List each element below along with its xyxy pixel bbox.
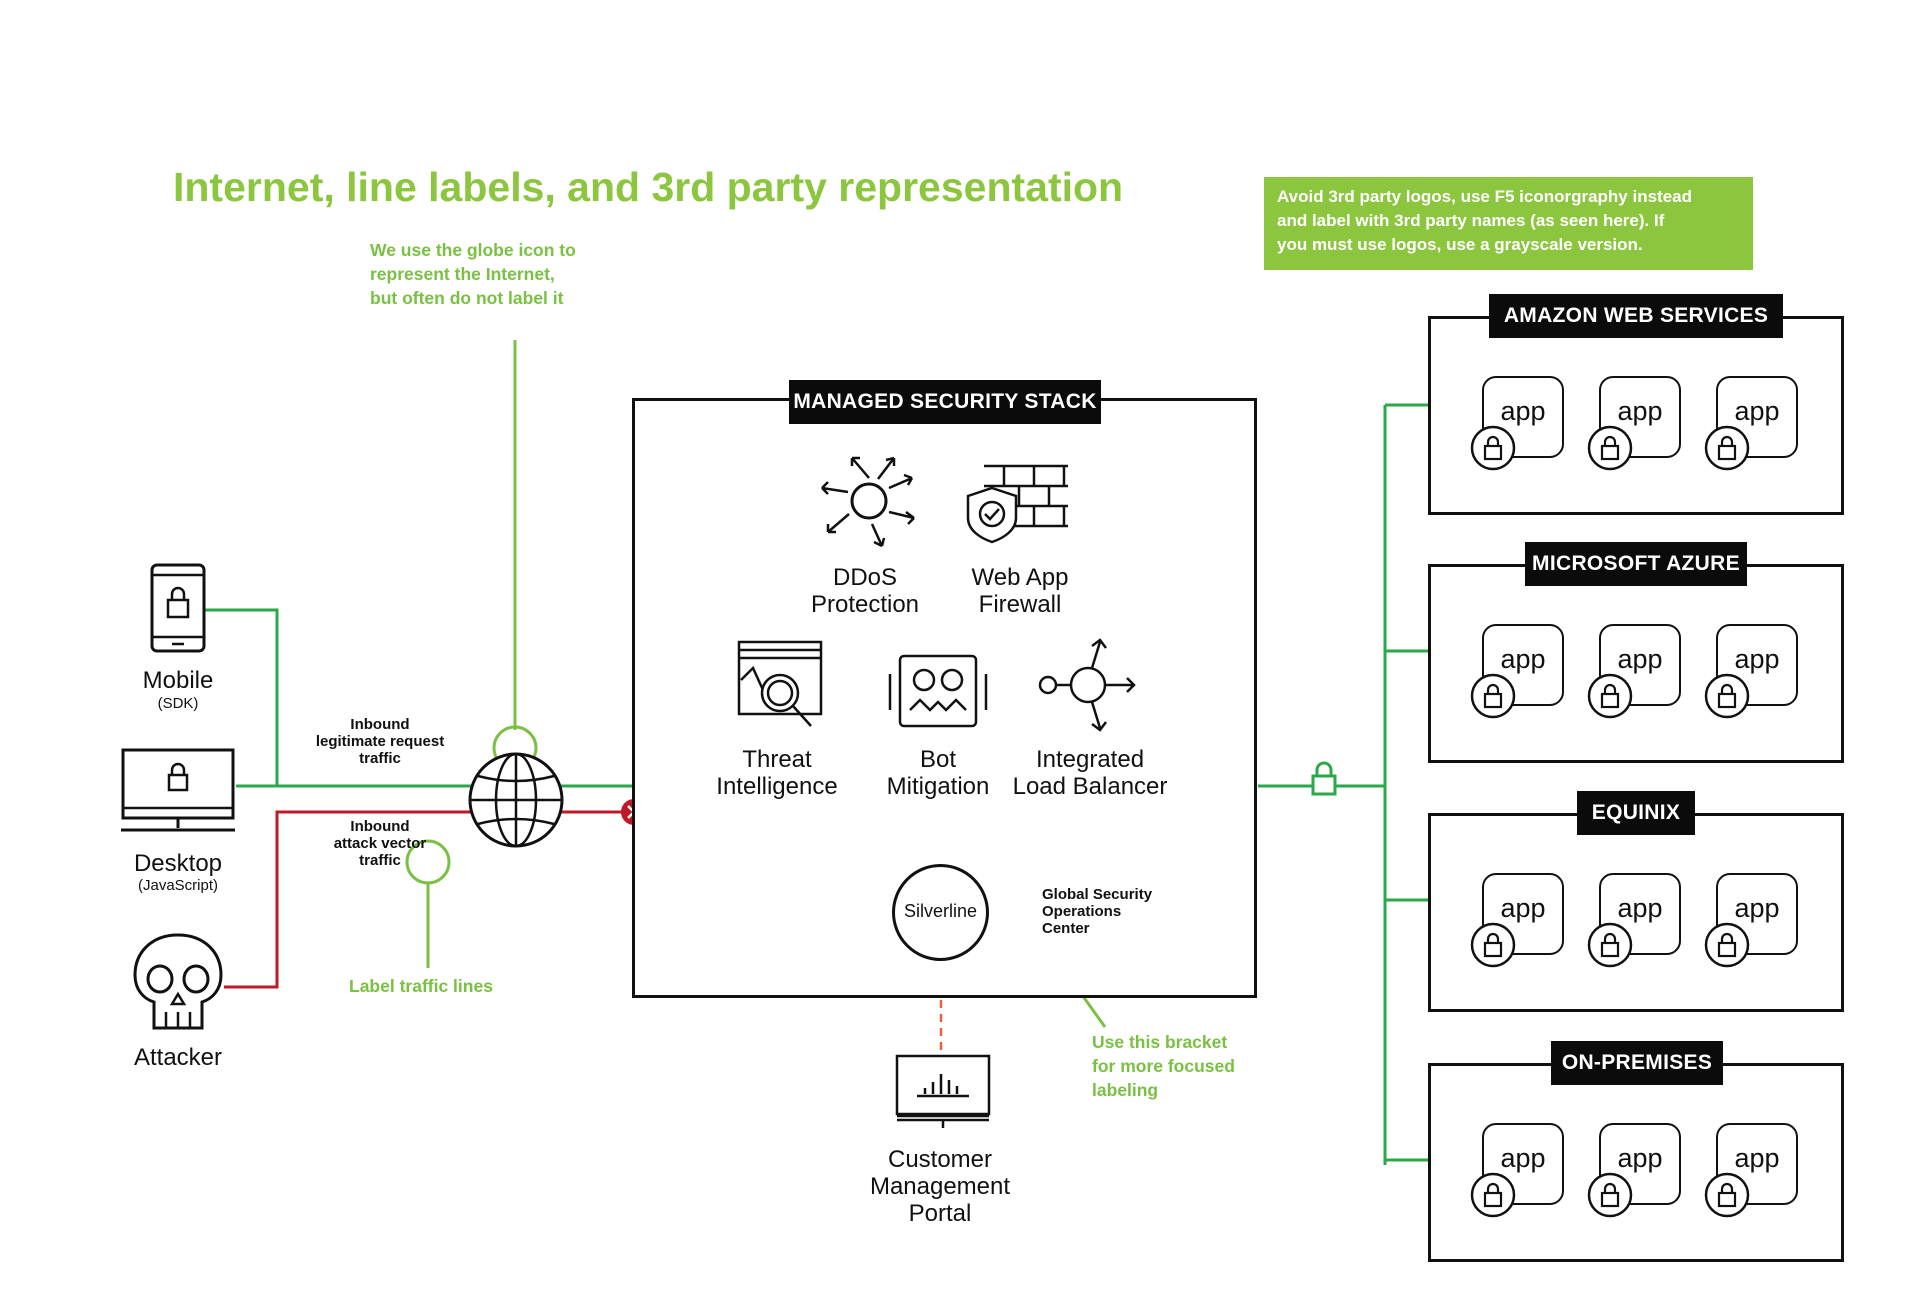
mobile-lock-icon: [150, 563, 206, 653]
threat-intel-label: Threat Intelligence: [702, 746, 852, 800]
cloud-tag-aws: AMAZON WEB SERVICES: [1489, 294, 1783, 338]
silverline-label: Silverline: [903, 901, 978, 921]
waf-label: Web App Firewall: [945, 564, 1095, 618]
globe-note: We use the globe icon to represent the I…: [370, 238, 576, 310]
lock-badge-icon: [1587, 673, 1633, 719]
ddos-icon: [821, 456, 915, 548]
service-label-line: Web App: [971, 564, 1069, 591]
waf-icon: [966, 464, 1068, 544]
mobile-label: Mobile: [142, 667, 214, 694]
app-label: app: [1734, 893, 1780, 923]
globe-icon: [468, 752, 564, 848]
desktop-lock-icon: [121, 748, 235, 832]
service-label-line: Threat: [742, 746, 812, 773]
callout-line: you must use logos, use a grayscale vers…: [1277, 235, 1643, 254]
threat-intel-icon: [737, 640, 823, 727]
load-balancer-icon: [1038, 638, 1136, 732]
app-label: app: [1617, 396, 1663, 426]
traffic-label-line: traffic: [359, 750, 401, 767]
traffic-label-line: traffic: [359, 852, 401, 869]
bracket-note-line: Use this bracket: [1092, 1032, 1228, 1052]
cloud-tag-azure: MICROSOFT AZURE: [1525, 542, 1747, 586]
attack-traffic-label: Inbound attack vector traffic: [290, 818, 470, 869]
cloud-tag-onprem: ON-PREMISES: [1551, 1041, 1723, 1085]
service-label-line: Mitigation: [886, 773, 990, 800]
globe-note-line: represent the Internet,: [370, 264, 555, 284]
bot-label: Bot Mitigation: [863, 746, 1013, 800]
bracket-note-line: for more focused: [1092, 1056, 1235, 1076]
portal-label: Customer Management Portal: [860, 1146, 1020, 1227]
bracket-note: Use this bracket for more focused labeli…: [1092, 1030, 1235, 1102]
skull-icon: [133, 933, 223, 1030]
callout-line: and label with 3rd party names (as seen …: [1277, 211, 1665, 230]
bracket-note-line: labeling: [1092, 1080, 1159, 1100]
managed-security-stack-box: [632, 398, 1257, 998]
globe-note-line: We use the globe icon to: [370, 240, 576, 260]
service-label-line: Load Balancer: [1012, 773, 1168, 800]
app-label: app: [1500, 396, 1546, 426]
app-label: app: [1617, 644, 1663, 674]
monitor-chart-icon: [895, 1054, 991, 1128]
app-label: app: [1734, 644, 1780, 674]
gsoc-label-line: Center: [1042, 920, 1090, 937]
attacker-label: Attacker: [133, 1044, 223, 1071]
portal-label-line: Portal: [908, 1200, 972, 1227]
desktop-label: Desktop: [133, 850, 223, 877]
traffic-lines-note: Label traffic lines: [349, 976, 493, 996]
service-label-line: Firewall: [978, 591, 1062, 618]
padlock-line-icon: [1311, 761, 1337, 796]
service-label-line: Integrated: [1035, 746, 1145, 773]
app-tile: [1482, 376, 1564, 458]
lock-badge-icon: [1587, 922, 1633, 968]
app-label: app: [1500, 1143, 1546, 1173]
traffic-label-line: legitimate request: [315, 733, 445, 750]
gsoc-label: Global Security Operations Center: [1042, 886, 1152, 937]
app-label: app: [1617, 893, 1663, 923]
attack-traffic-line: [224, 810, 632, 989]
service-label-line: Protection: [810, 591, 920, 618]
app-label: app: [1500, 644, 1546, 674]
globe-note-line: but often do not label it: [370, 288, 564, 308]
lock-badge-icon: [1704, 673, 1750, 719]
lock-badge-icon: [1704, 922, 1750, 968]
portal-label-line: Management: [869, 1173, 1011, 1200]
stack-title-tag: MANAGED SECURITY STACK: [789, 380, 1101, 424]
legit-traffic-label: Inbound legitimate request traffic: [290, 716, 470, 767]
traffic-label-line: attack vector: [333, 835, 427, 852]
lock-badge-icon: [1470, 673, 1516, 719]
desktop-sub: (JavaScript): [137, 877, 219, 894]
silverline-node: [892, 864, 989, 961]
lock-badge-icon: [1470, 1172, 1516, 1218]
gsoc-label-line: Global Security: [1042, 886, 1153, 903]
traffic-label-line: Inbound: [350, 716, 410, 733]
service-label-line: DDoS: [832, 564, 898, 591]
lock-badge-icon: [1587, 425, 1633, 471]
gsoc-label-line: Operations: [1042, 903, 1122, 920]
app-tile: [1482, 873, 1564, 955]
app-tile: [1716, 624, 1798, 706]
callout-line: Avoid 3rd party logos, use F5 iconorgrap…: [1277, 187, 1693, 206]
lock-badge-icon: [1470, 425, 1516, 471]
lock-badge-icon: [1587, 1172, 1633, 1218]
lock-badge-icon: [1704, 425, 1750, 471]
portal-label-line: Customer: [887, 1146, 993, 1173]
app-label: app: [1617, 1143, 1663, 1173]
service-label-line: Bot: [919, 746, 957, 773]
app-label: app: [1500, 893, 1546, 923]
lock-badge-icon: [1704, 1172, 1750, 1218]
mobile-line: [205, 608, 279, 786]
mobile-sub: (SDK): [157, 695, 199, 712]
cloud-tag-equinix: EQUINIX: [1577, 791, 1695, 835]
app-label: app: [1734, 1143, 1780, 1173]
page-title: Internet, line labels, and 3rd party rep…: [173, 164, 1124, 210]
third-party-callout: Avoid 3rd party logos, use F5 iconorgrap…: [1264, 177, 1753, 270]
app-label: app: [1734, 396, 1780, 426]
traffic-label-line: Inbound: [350, 818, 410, 835]
lock-badge-icon: [1470, 922, 1516, 968]
bot-icon: [888, 654, 988, 728]
load-balancer-label: Integrated Load Balancer: [1005, 746, 1175, 800]
ddos-label: DDoS Protection: [790, 564, 940, 618]
service-label-line: Intelligence: [716, 773, 838, 800]
